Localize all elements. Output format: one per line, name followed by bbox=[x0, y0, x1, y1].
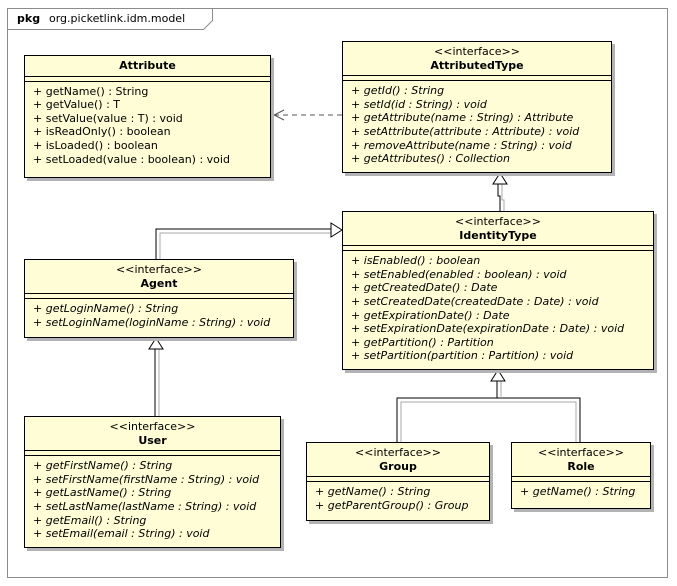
operation: + isEnabled() : boolean bbox=[351, 254, 481, 268]
class-agent-operations: + getLoginName() : String + setLoginName… bbox=[25, 299, 293, 331]
operation: + getFirstName() : String bbox=[33, 459, 173, 473]
package-name: org.picketlink.idm.model bbox=[49, 12, 186, 25]
operation: + getExpirationDate() : Date bbox=[351, 308, 510, 322]
edge-generalization-agent-identitytype bbox=[155, 222, 343, 259]
package-keyword: pkg bbox=[17, 12, 41, 25]
operation: + setEnabled(enabled : boolean) : void bbox=[351, 267, 567, 281]
class-user-stereotype: <<interface>> bbox=[109, 420, 196, 433]
class-identity-type-stereotype: <<interface>> bbox=[455, 215, 541, 228]
operation: + removeAttribute(name : String) : void bbox=[351, 138, 572, 152]
edge-generalization-identitytype-attributedtype bbox=[492, 172, 508, 211]
operation: + getParentGroup() : Group bbox=[315, 498, 469, 512]
operation: + getCreatedDate() : Date bbox=[351, 281, 498, 295]
class-role[interactable]: <<interface>> Role + getName() : String bbox=[511, 442, 651, 509]
operation: + isReadOnly() : boolean bbox=[33, 125, 171, 139]
operation: + getId() : String bbox=[351, 84, 445, 98]
class-identity-type-header: <<interface>> IdentityType bbox=[343, 212, 653, 247]
class-agent-header: <<interface>> Agent bbox=[25, 260, 293, 295]
class-group-attributes bbox=[307, 477, 489, 483]
operation: + setLastName(lastName : String) : void bbox=[33, 499, 257, 513]
class-attributed-type-name: AttributedType bbox=[430, 58, 524, 72]
operation: + isLoaded() : boolean bbox=[33, 138, 158, 152]
operation: + getName() : String bbox=[33, 84, 149, 98]
class-user-name: User bbox=[138, 433, 167, 447]
class-group[interactable]: <<interface>> Group + getName() : String… bbox=[306, 442, 490, 521]
package-tab-outline bbox=[7, 8, 213, 30]
class-agent-stereotype: <<interface>> bbox=[116, 263, 202, 276]
class-group-operations: + getName() : String + getParentGroup() … bbox=[307, 482, 489, 514]
class-role-stereotype: <<interface>> bbox=[538, 446, 624, 459]
class-attribute[interactable]: Attribute + getName() : String + getValu… bbox=[24, 55, 271, 178]
class-identity-type[interactable]: <<interface>> IdentityType + isEnabled()… bbox=[342, 211, 654, 370]
operation: + setLoaded(value : boolean) : void bbox=[33, 152, 230, 166]
class-attributed-type[interactable]: <<interface>> AttributedType + getId() :… bbox=[342, 41, 612, 173]
class-user[interactable]: <<interface>> User + getFirstName() : St… bbox=[24, 416, 281, 548]
operation: + setPartition(partition : Partition) : … bbox=[351, 349, 574, 363]
operation: + getPartition() : Partition bbox=[351, 335, 494, 349]
class-role-operations: + getName() : String bbox=[512, 482, 650, 501]
class-attributed-type-attributes bbox=[343, 76, 611, 82]
edge-generalization-user-agent bbox=[148, 337, 164, 416]
class-agent[interactable]: <<interface>> Agent + getLoginName() : S… bbox=[24, 259, 294, 338]
class-group-header: <<interface>> Group bbox=[307, 443, 489, 478]
class-agent-name: Agent bbox=[140, 276, 178, 290]
class-user-operations: + getFirstName() : String + setFirstName… bbox=[25, 456, 280, 543]
class-group-name: Group bbox=[379, 459, 417, 473]
class-identity-type-name: IdentityType bbox=[459, 228, 537, 242]
operation: + getEmail() : String bbox=[33, 513, 147, 527]
class-attribute-attributes bbox=[25, 77, 270, 82]
operation: + setLoginName(loginName : String) : voi… bbox=[33, 315, 271, 329]
operation: + getLoginName() : String bbox=[33, 302, 179, 316]
class-user-attributes bbox=[25, 451, 280, 457]
class-identity-type-operations: + isEnabled() : boolean + setEnabled(ena… bbox=[343, 251, 653, 365]
operation: + setAttribute(attribute : Attribute) : … bbox=[351, 124, 580, 138]
operation: + setValue(value : T) : void bbox=[33, 111, 183, 125]
class-attribute-operations: + getName() : String + getValue() : T + … bbox=[25, 82, 270, 169]
class-attributed-type-header: <<interface>> AttributedType bbox=[343, 42, 611, 77]
class-user-header: <<interface>> User bbox=[25, 417, 280, 452]
operation: + getName() : String bbox=[315, 485, 431, 499]
class-identity-type-attributes bbox=[343, 246, 653, 252]
class-attribute-header: Attribute bbox=[25, 56, 270, 77]
operation: + getName() : String bbox=[520, 485, 636, 499]
operation: + getAttribute(name : String) : Attribut… bbox=[351, 111, 574, 125]
class-agent-attributes bbox=[25, 294, 293, 300]
class-attributed-type-stereotype: <<interface>> bbox=[434, 45, 520, 58]
class-role-attributes bbox=[512, 477, 650, 483]
edge-generalization-group-role-identitytype bbox=[396, 369, 581, 442]
class-attribute-name: Attribute bbox=[119, 59, 176, 72]
class-group-stereotype: <<interface>> bbox=[355, 446, 441, 459]
operation: + getLastName() : String bbox=[33, 486, 172, 500]
class-role-header: <<interface>> Role bbox=[512, 443, 650, 478]
class-attributed-type-operations: + getId() : String + setId(id : String) … bbox=[343, 81, 611, 168]
operation: + getAttributes() : Collection bbox=[351, 152, 510, 166]
operation: + getValue() : T bbox=[33, 98, 120, 112]
operation: + setFirstName(firstName : String) : voi… bbox=[33, 472, 260, 486]
operation: + setId(id : String) : void bbox=[351, 97, 487, 111]
operation: + setCreatedDate(createdDate : Date) : v… bbox=[351, 294, 599, 308]
operation: + setEmail(email : String) : void bbox=[33, 527, 210, 541]
package-frame bbox=[7, 8, 668, 578]
operation: + setExpirationDate(expirationDate : Dat… bbox=[351, 322, 625, 336]
class-role-name: Role bbox=[567, 459, 595, 473]
